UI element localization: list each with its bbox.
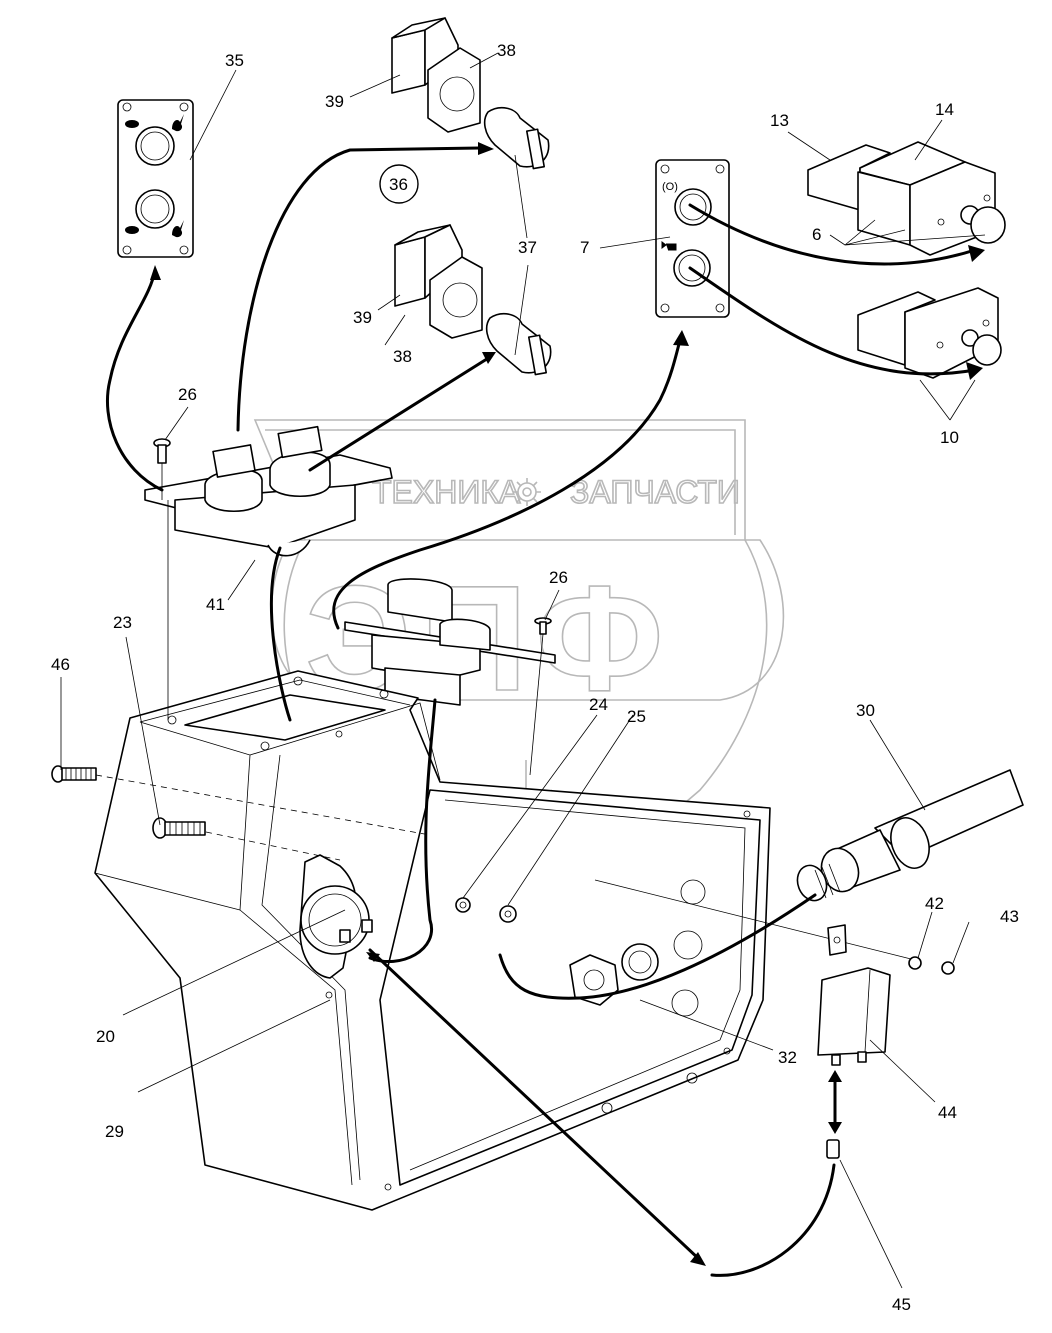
gland-nut xyxy=(569,943,659,1006)
washer-42 xyxy=(908,956,922,970)
speed-selector-panel xyxy=(117,99,194,258)
callout-25: 25 xyxy=(627,707,646,726)
connector xyxy=(710,1139,840,1277)
callout-14: 14 xyxy=(935,100,954,119)
double-arrow xyxy=(828,1070,842,1134)
light-icon: (O) xyxy=(662,181,678,193)
callout-44: 44 xyxy=(938,1103,957,1122)
callout-41: 41 xyxy=(206,595,225,614)
callout-45: 45 xyxy=(892,1295,911,1314)
middle-switch-plate xyxy=(344,578,556,706)
bolt-46 xyxy=(51,765,97,783)
callout-24: 24 xyxy=(589,695,608,714)
callout-10: 10 xyxy=(940,428,959,447)
callout-26-upper: 26 xyxy=(178,385,197,404)
watermark: ТЕХНИКА ЗАПЧАСТИ ЭПФ xyxy=(253,419,785,931)
callout-29: 29 xyxy=(105,1122,124,1141)
selector-switch-upper xyxy=(391,17,550,170)
watermark-left-text: ТЕХНИКА xyxy=(372,474,521,510)
callout-37: 37 xyxy=(518,238,537,257)
callout-36: 36 xyxy=(389,175,408,194)
watermark-right-text: ЗАПЧАСТИ xyxy=(570,474,740,510)
callout-35: 35 xyxy=(225,51,244,70)
watermark-shield-inner xyxy=(265,429,736,535)
callout-7: 7 xyxy=(580,238,589,257)
callout-6: 6 xyxy=(812,225,821,244)
assembly-line xyxy=(205,831,341,861)
callout-46: 46 xyxy=(51,655,70,674)
callout-26-middle: 26 xyxy=(549,568,568,587)
callout-38-upper: 38 xyxy=(497,41,516,60)
push-button-assembly-light xyxy=(807,141,1006,256)
wiring xyxy=(105,142,985,1266)
hare-icon xyxy=(172,220,184,238)
callout-23: 23 xyxy=(113,613,132,632)
assembly-line xyxy=(594,879,916,961)
callout-13: 13 xyxy=(770,111,789,130)
assembly-line xyxy=(95,774,431,836)
tortoise-icon xyxy=(125,120,139,128)
control-box-housing xyxy=(94,670,771,1211)
gear-icon xyxy=(513,478,541,506)
cable-conduit xyxy=(796,769,1024,902)
callout-43: 43 xyxy=(1000,907,1019,926)
hare-icon xyxy=(172,114,184,132)
selector-switch-lower xyxy=(394,224,552,376)
callout-36-circle xyxy=(379,164,419,204)
bolt-23 xyxy=(152,817,206,839)
washers xyxy=(455,897,517,923)
callout-30: 30 xyxy=(856,701,875,720)
relay xyxy=(817,924,891,1066)
callout-42: 42 xyxy=(925,894,944,913)
callout-32: 32 xyxy=(778,1048,797,1067)
horn xyxy=(299,854,373,979)
callout-labels: 35 39 38 36 37 39 38 7 13 14 6 10 26 41 … xyxy=(51,41,1019,1314)
tortoise-icon xyxy=(125,226,139,234)
callout-39-upper: 39 xyxy=(325,92,344,111)
screw-upper xyxy=(153,438,171,500)
nut-43 xyxy=(941,961,955,975)
screw-middle xyxy=(529,617,552,776)
horn-icon xyxy=(661,241,677,251)
callout-20: 20 xyxy=(96,1027,115,1046)
callout-38-lower: 38 xyxy=(393,347,412,366)
leader-lines xyxy=(60,52,986,1289)
light-horn-panel: (O) xyxy=(655,159,730,318)
switch-plate-assembly xyxy=(144,425,393,557)
push-button-assembly-horn xyxy=(857,287,1002,379)
callout-39-lower: 39 xyxy=(353,308,372,327)
